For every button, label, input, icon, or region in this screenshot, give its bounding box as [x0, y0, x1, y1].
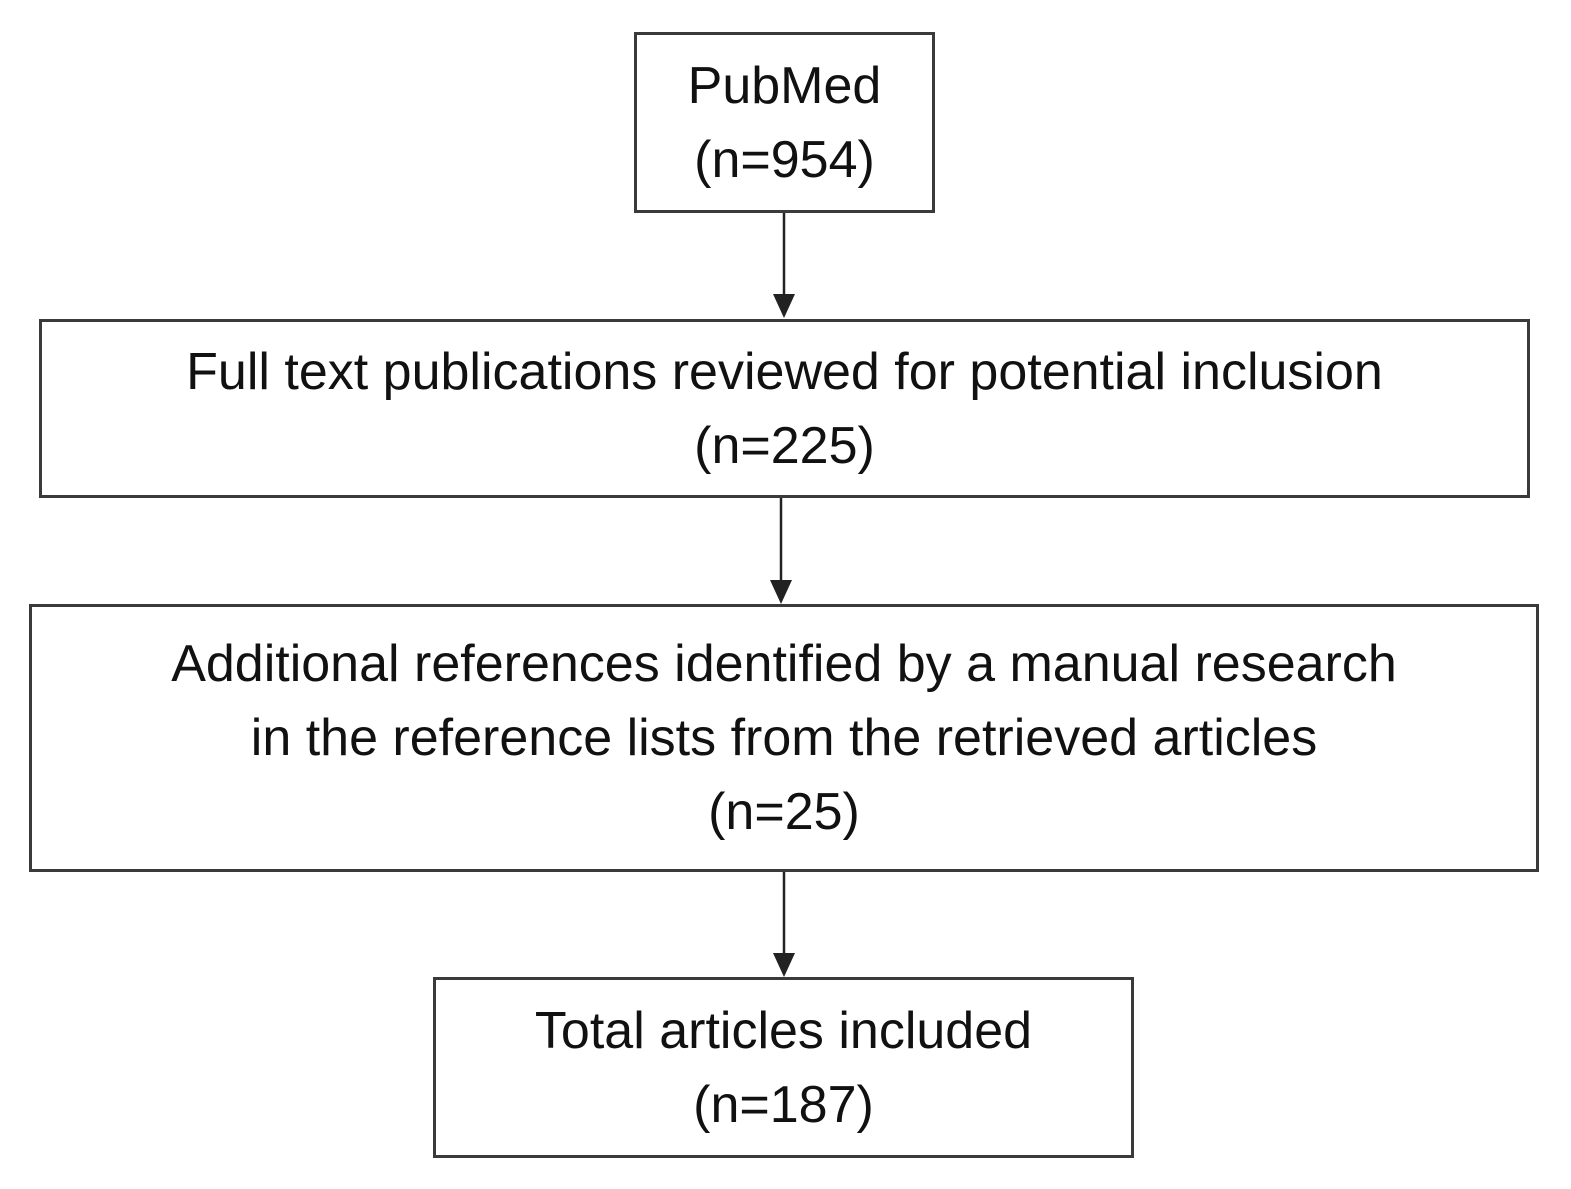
node-total-count: (n=187)	[693, 1075, 874, 1134]
arrow-fulltext-to-additional	[770, 498, 792, 604]
node-fulltext: Full text publications reviewed for pote…	[39, 319, 1530, 498]
node-total-title: Total articles included	[534, 1001, 1033, 1060]
node-pubmed-title: PubMed	[687, 56, 882, 115]
node-additional-title-line1: Additional references identified by a ma…	[171, 635, 1397, 693]
node-total: Total articles included (n=187)	[433, 977, 1134, 1158]
arrow-additional-to-total	[773, 872, 795, 977]
node-additional: Additional references identified by a ma…	[29, 604, 1539, 872]
node-additional-count: (n=25)	[708, 783, 860, 841]
node-pubmed: PubMed (n=954)	[634, 32, 935, 213]
arrow-pubmed-to-fulltext	[773, 213, 795, 318]
node-additional-title-line2: in the reference lists from the retrieve…	[250, 709, 1318, 767]
node-pubmed-count: (n=954)	[694, 130, 875, 189]
node-fulltext-count: (n=225)	[694, 416, 875, 475]
node-fulltext-title: Full text publications reviewed for pote…	[186, 342, 1383, 401]
